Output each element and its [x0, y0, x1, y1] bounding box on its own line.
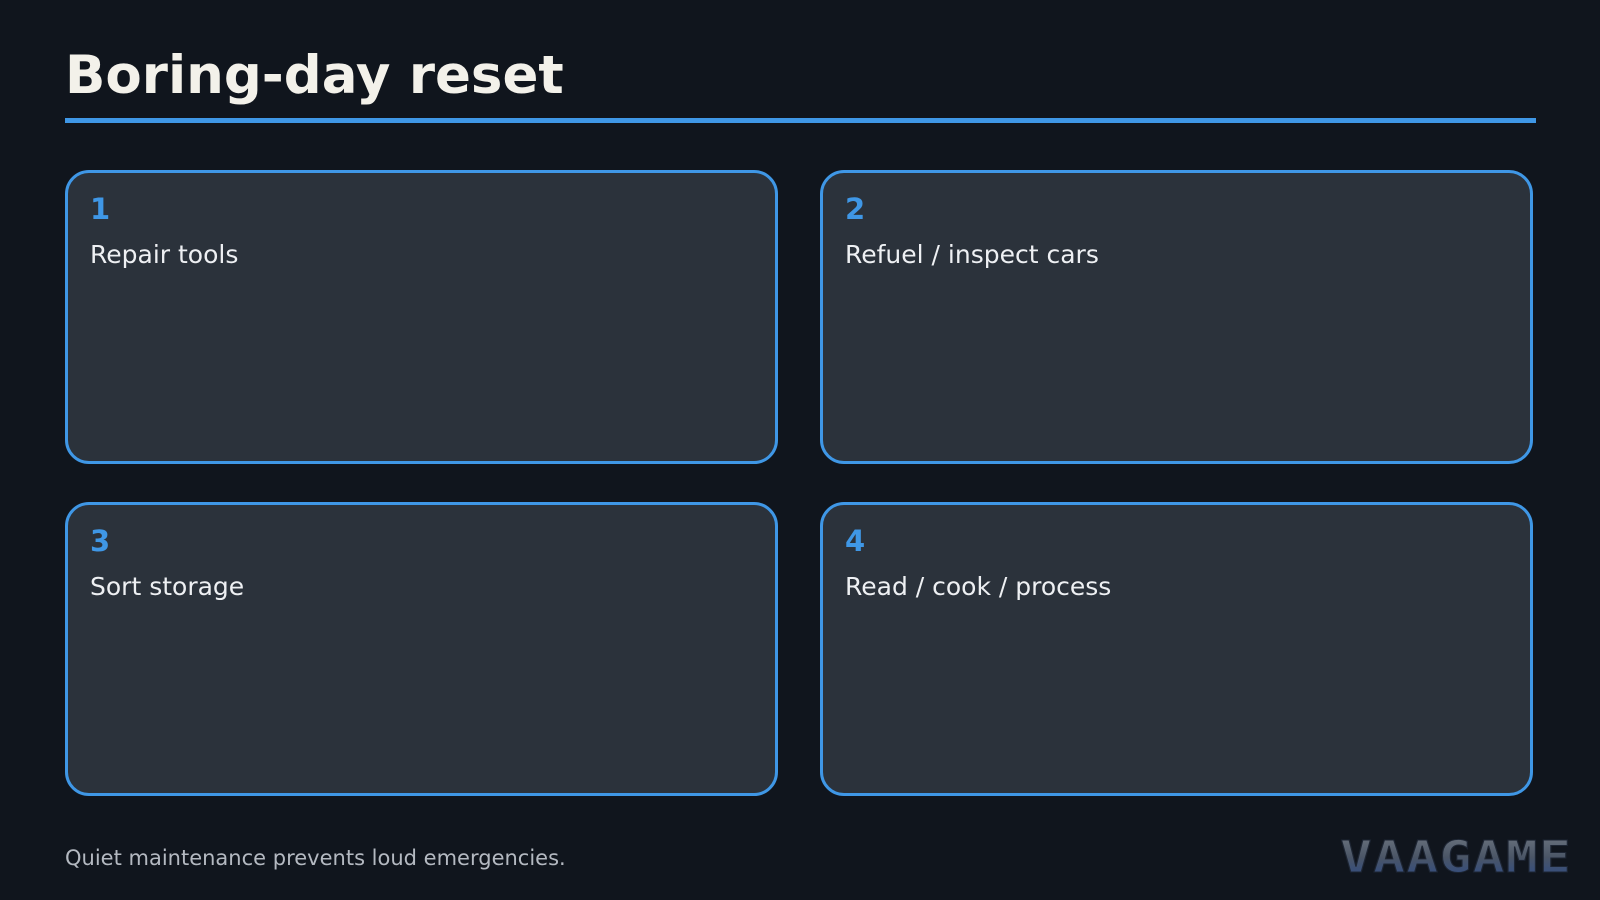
title-underline [65, 118, 1536, 123]
step-card-4: 4 Read / cook / process [820, 502, 1533, 796]
step-label: Sort storage [90, 572, 245, 601]
step-card-1: 1 Repair tools [65, 170, 778, 464]
step-number: 2 [845, 192, 866, 226]
step-label: Read / cook / process [845, 572, 1112, 601]
step-number: 4 [845, 524, 866, 558]
logo-wordmark: VAAGAME [1340, 832, 1572, 880]
vaagame-logo: VAAGAME [1340, 832, 1572, 881]
step-card-3: 3 Sort storage [65, 502, 778, 796]
page-title: Boring-day reset [65, 45, 564, 106]
step-label: Refuel / inspect cars [845, 240, 1099, 269]
step-number: 1 [90, 192, 111, 226]
step-card-2: 2 Refuel / inspect cars [820, 170, 1533, 464]
step-label: Repair tools [90, 240, 239, 269]
footer-note: Quiet maintenance prevents loud emergenc… [65, 846, 566, 870]
step-number: 3 [90, 524, 111, 558]
